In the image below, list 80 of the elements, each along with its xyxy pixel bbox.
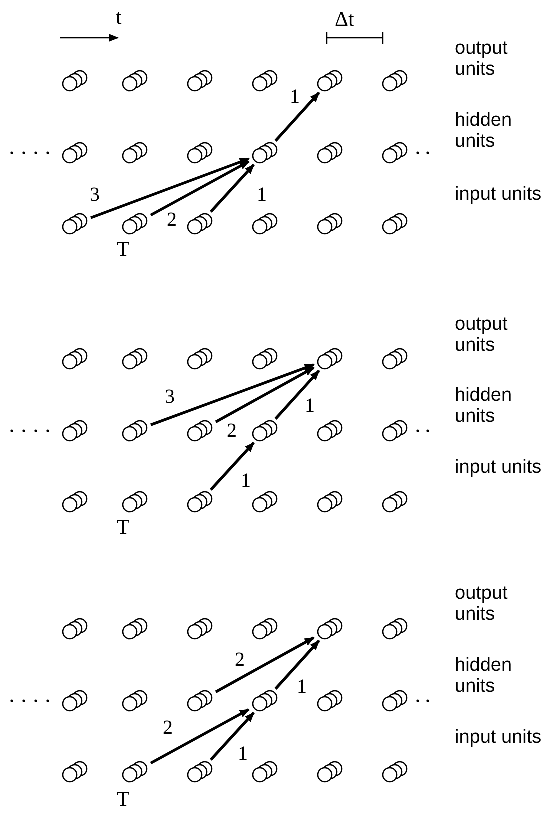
unit-stack [380,70,410,92]
unit-stack [315,690,345,712]
unit-stack [60,420,90,442]
unit-stack [120,491,150,513]
layer-label: input units [455,457,543,478]
axis-label: t [116,6,122,28]
unit-stack [185,420,215,442]
unit-stack [250,142,280,164]
unit-stack [120,690,150,712]
arrow [150,708,250,765]
unit-stack [380,213,410,235]
unit-stack [120,420,150,442]
unit-stack [380,142,410,164]
time-marker: T [117,788,130,810]
unit-stack [60,690,90,712]
unit-stack [120,213,150,235]
unit-stack [250,491,280,513]
unit-stack [315,348,345,370]
arrow [274,92,320,142]
unit-stack [250,420,280,442]
arrow [274,370,320,420]
unit-stack [185,618,215,640]
unit-stack [60,70,90,92]
dimension-label: Δt [335,8,354,30]
unit-stack [185,761,215,783]
arrow [215,366,315,424]
unit-stack [250,348,280,370]
unit-stack [120,761,150,783]
arrow [274,640,320,690]
unit-stack [120,70,150,92]
unit-stack [315,142,345,164]
unit-stack [185,491,215,513]
unit-stack [185,70,215,92]
unit-stack [380,348,410,370]
layer-label: output units [455,38,509,80]
unit-stack [60,213,90,235]
unit-stack [315,491,345,513]
unit-stack [380,761,410,783]
unit-stack [250,213,280,235]
unit-stack [250,70,280,92]
arrow [90,158,250,220]
unit-stack [185,690,215,712]
unit-stack [250,761,280,783]
layer-label: output units [455,583,509,625]
unit-stack [250,690,280,712]
time-marker: T [117,516,130,538]
arrow [215,636,315,694]
unit-stack [380,690,410,712]
unit-stack [185,213,215,235]
layer-label: input units [455,727,543,748]
unit-stack [185,142,215,164]
unit-stack [380,491,410,513]
unit-stack [250,618,280,640]
arrow [150,364,315,426]
unit-stack [185,348,215,370]
arrow [210,442,256,491]
unit-stack [60,761,90,783]
layer-label: hidden units [455,385,514,427]
arrow [150,160,250,217]
layer-label: hidden units [455,655,514,697]
unit-stack [120,348,150,370]
arrow [210,164,256,213]
unit-stack [315,70,345,92]
time-marker: T [117,238,130,260]
unit-stack [60,348,90,370]
unit-stack [315,761,345,783]
layer-label: output units [455,314,509,356]
layer-label: hidden units [455,110,514,152]
unit-stack [120,618,150,640]
unit-stack [380,618,410,640]
unit-stack [315,420,345,442]
unit-stack [315,618,345,640]
unit-stack [60,618,90,640]
unit-stack [60,142,90,164]
unit-stack [60,491,90,513]
arrow [210,712,256,761]
layer-label: input units [455,184,543,205]
unit-stack [315,213,345,235]
unit-stack [120,142,150,164]
unit-stack [380,420,410,442]
